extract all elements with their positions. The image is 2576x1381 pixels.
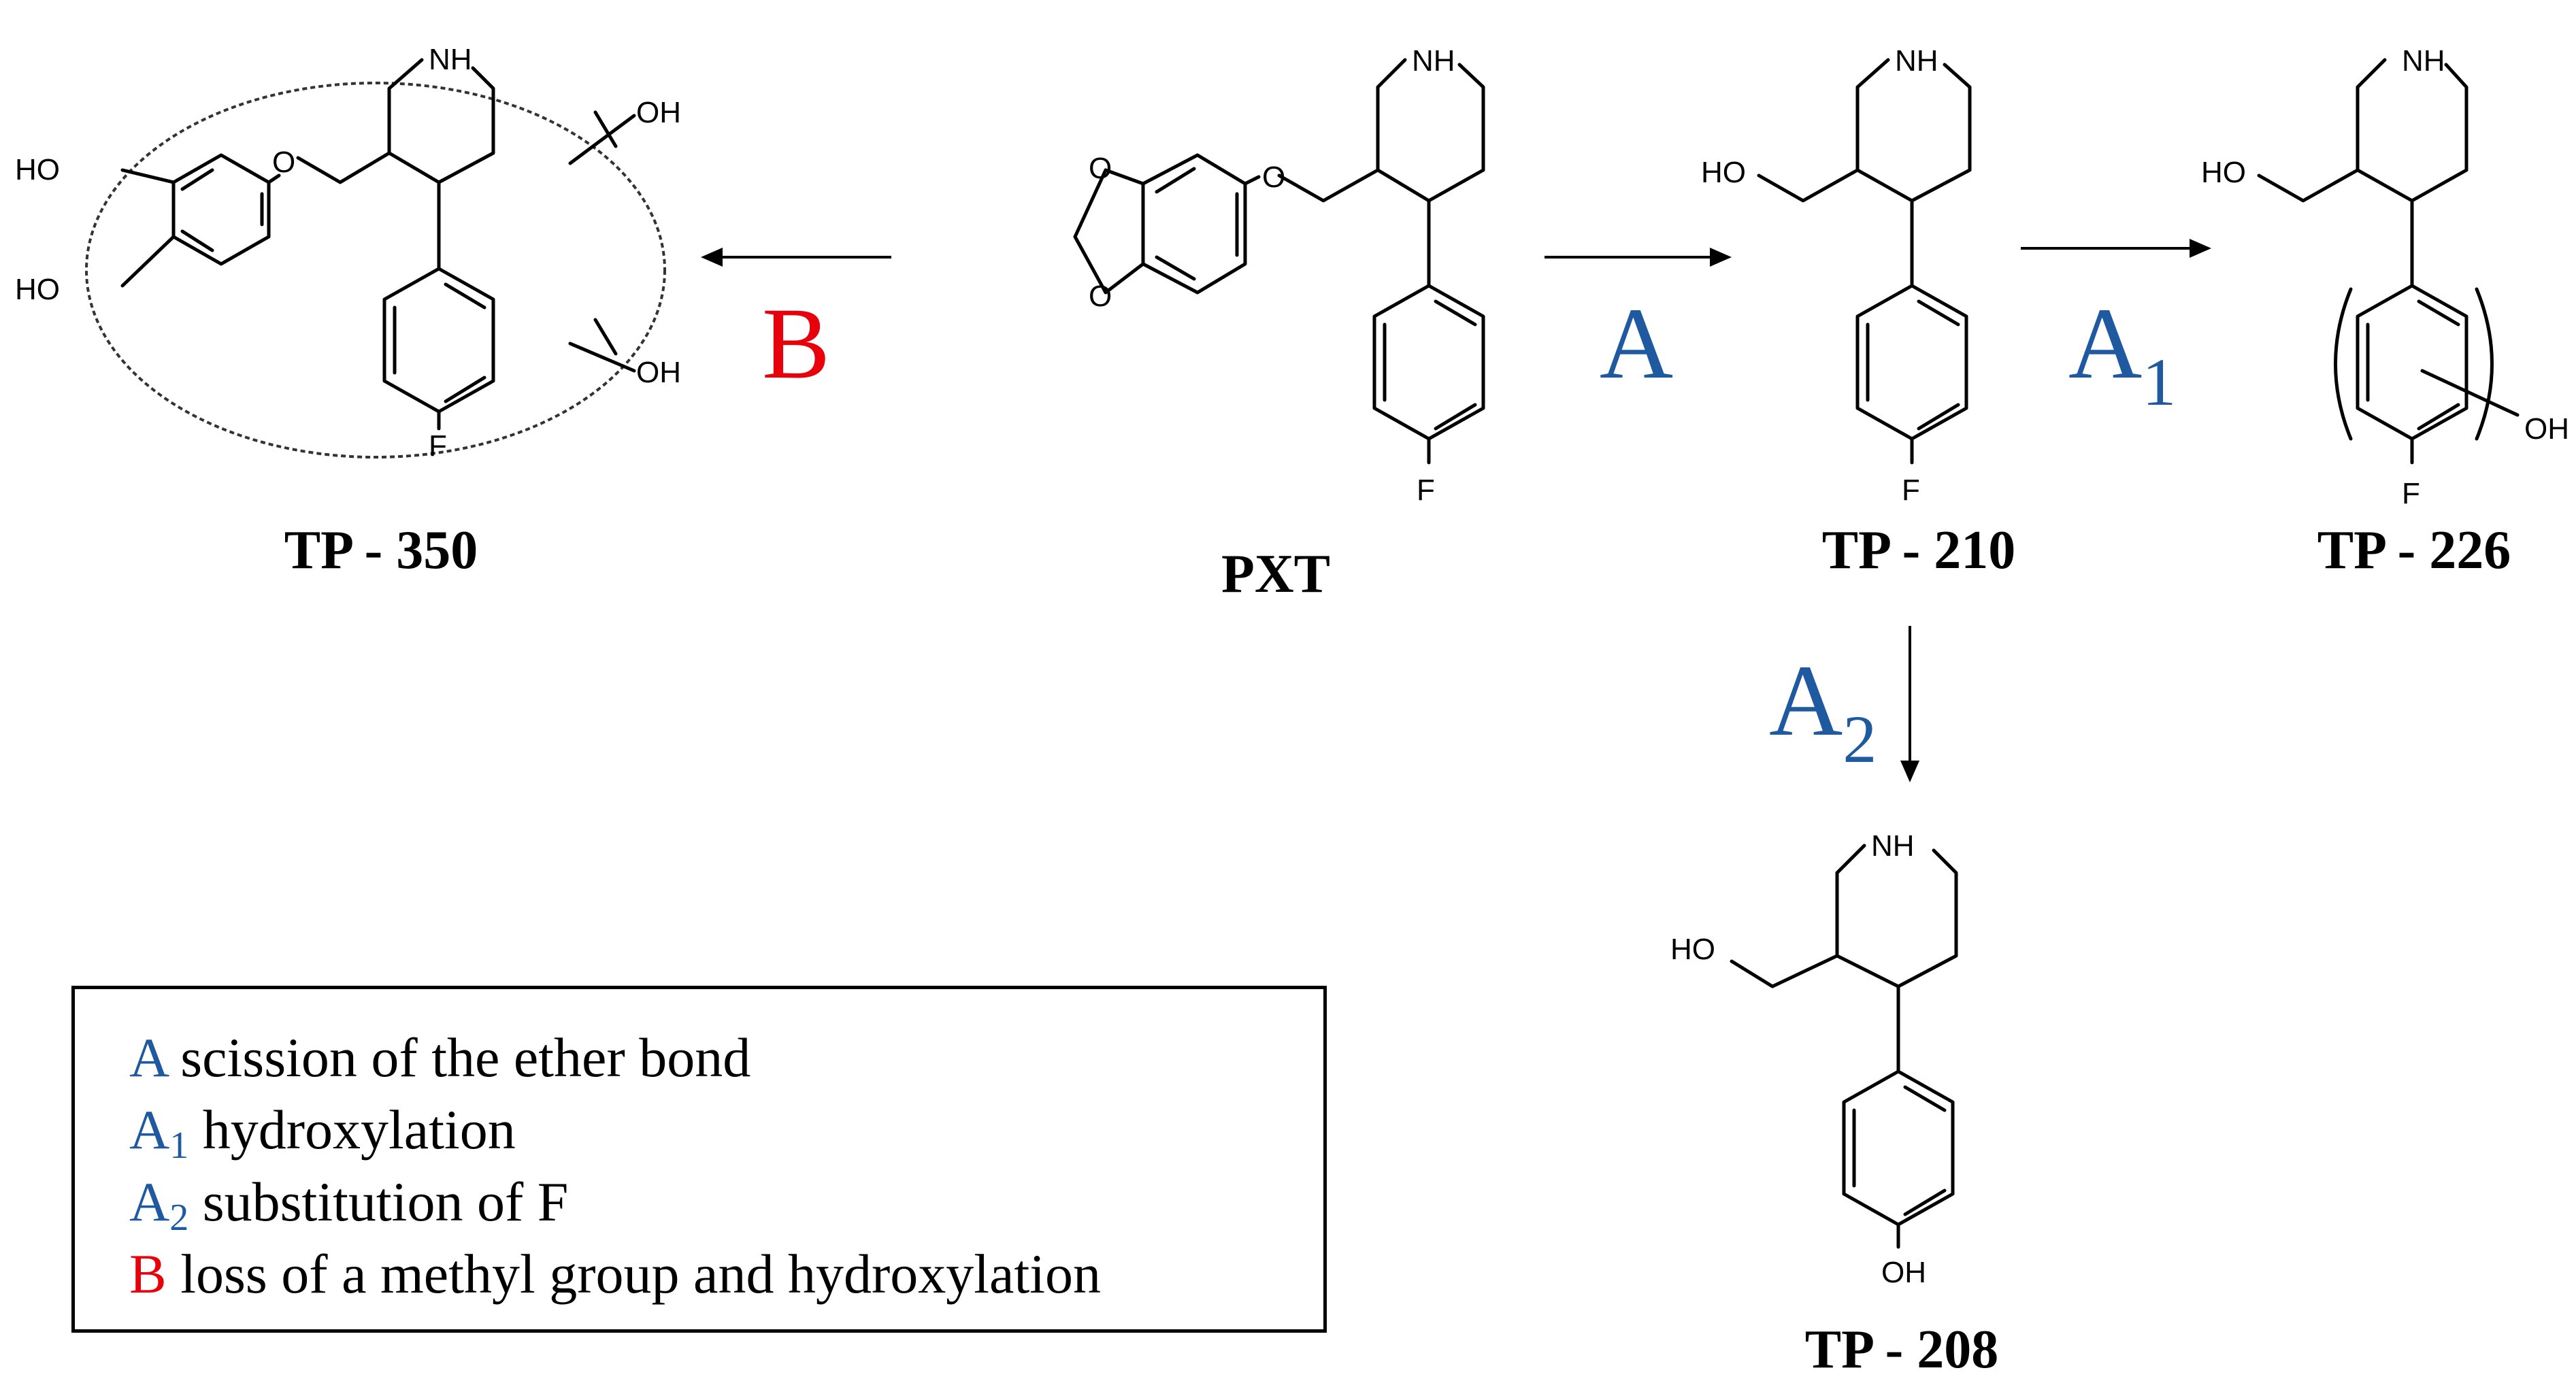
step-label-a2: A2 [1769, 644, 1877, 777]
atom-ho: HO [2201, 156, 2246, 189]
step-letter-a1: A [2068, 287, 2142, 400]
atom-ho: HO [1670, 933, 1715, 966]
atom-o-1: O [1262, 161, 1285, 194]
legend-text-a2: substitution of F [188, 1171, 569, 1233]
arrow-b [701, 248, 891, 267]
structure-tp208: NH HO OH [1670, 829, 1958, 1289]
atom-nh: NH [2402, 44, 2445, 78]
compound-name-tp210: TP - 210 [1822, 520, 2015, 580]
step-letter-a2: A [1769, 644, 1843, 757]
step-sub-a2: 2 [1843, 701, 1877, 777]
step-label-b: B [762, 287, 830, 400]
legend-item-a: A scission of the ether bond [129, 1022, 1323, 1094]
atom-f: F [2402, 477, 2420, 510]
atom-nh: NH [1895, 44, 1938, 78]
compound-name-tp350: TP - 350 [284, 520, 478, 580]
structure-pxt: NH O O O F [1073, 44, 1485, 507]
legend-box: A scission of the ether bond A1 hydroxyl… [71, 986, 1327, 1333]
atom-ho-2: HO [15, 273, 60, 306]
atom-o-3: O [1089, 280, 1112, 313]
legend-sub-a2: 2 [169, 1197, 189, 1239]
atom-f: F [1902, 473, 1920, 507]
atom-oh: OH [2524, 412, 2569, 446]
legend-sub-a1: 1 [169, 1125, 189, 1167]
atom-f: F [1417, 473, 1435, 507]
atom-f: F [429, 429, 447, 463]
step-letter-b: B [762, 287, 830, 400]
legend-key-b: B [129, 1243, 167, 1305]
step-letter-a: A [1600, 287, 1673, 400]
compound-name-pxt: PXT [1221, 544, 1330, 604]
atom-oh-1: OH [636, 96, 681, 129]
atom-ho-1: HO [15, 153, 60, 186]
atom-o-2: O [1089, 152, 1112, 185]
step-sub-a1: 1 [2142, 344, 2176, 420]
arrow-a [1545, 248, 1732, 267]
legend-text-a: scission of the ether bond [166, 1027, 751, 1088]
legend-key-a1: A [129, 1099, 170, 1161]
legend-key-a: A [129, 1027, 167, 1088]
atom-oh-2: OH [636, 356, 681, 389]
arrow-a2 [1900, 626, 1919, 782]
highlight-ellipse [85, 82, 666, 459]
atom-nh: NH [429, 43, 472, 76]
atom-nh: NH [1412, 44, 1455, 78]
legend-key-a2: A [129, 1171, 170, 1233]
step-label-a: A [1600, 287, 1673, 400]
structure-tp350: NH O HO HO OH OH F [15, 43, 681, 463]
legend-text-b: loss of a methyl group and hydroxylation [166, 1243, 1102, 1305]
legend-item-a2: A2 substitution of F [129, 1166, 1323, 1238]
structure-tp226: NH HO OH F [2201, 44, 2569, 510]
compound-name-tp226: TP - 226 [2317, 520, 2511, 580]
arrow-a1 [2021, 239, 2211, 258]
atom-o: O [272, 146, 295, 179]
legend-item-b: B loss of a methyl group and hydroxylati… [129, 1238, 1323, 1310]
atom-ho: HO [1701, 156, 1746, 189]
atom-nh: NH [1871, 829, 1915, 863]
compound-name-tp208: TP - 208 [1805, 1320, 1998, 1380]
legend-text-a1: hydroxylation [188, 1099, 516, 1161]
step-label-a1: A1 [2068, 287, 2176, 420]
atom-oh: OH [1881, 1256, 1926, 1289]
legend-item-a1: A1 hydroxylation [129, 1094, 1323, 1166]
structure-tp210: NH HO F [1701, 44, 1972, 507]
